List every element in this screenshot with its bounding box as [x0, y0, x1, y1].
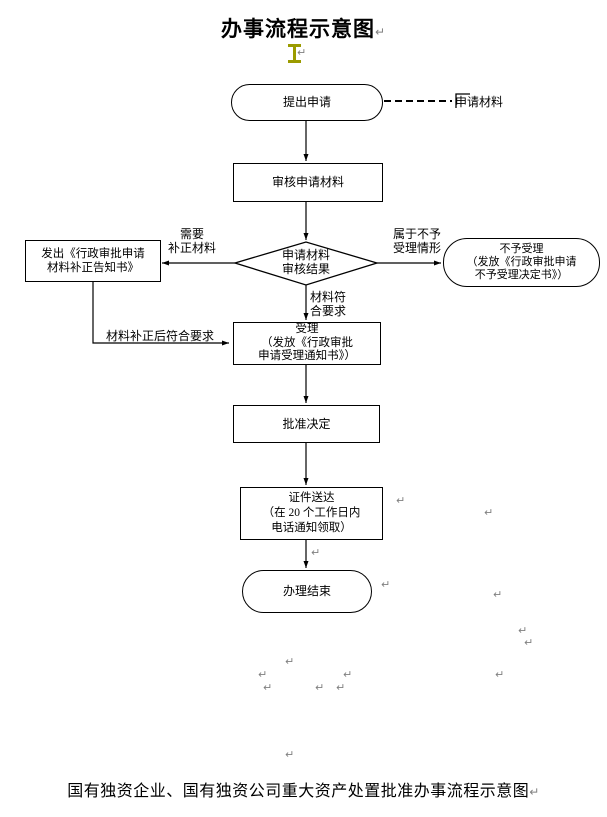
node-accept[interactable]: 受理 （发放《行政审批 申请受理通知书》）: [233, 322, 381, 365]
label-corrected-meets-requirements: 材料补正后符合要求: [105, 329, 214, 343]
text-cursor-ibeam-icon: [288, 44, 301, 63]
paragraph-mark-icon: ↵: [336, 681, 346, 694]
page-caption: 国有独资企业、国有独资公司重大资产处置批准办事流程示意图↵: [0, 777, 607, 801]
paragraph-mark-icon: ↵: [524, 636, 534, 649]
paragraph-mark-icon: ↵: [493, 588, 503, 601]
label-application-materials: 申请材料: [455, 95, 504, 109]
page-title-text: 办事流程示意图: [220, 17, 375, 41]
node-end-label: 办理结束: [282, 584, 331, 598]
paragraph-mark-icon: ↵: [484, 506, 494, 519]
paragraph-mark-icon: ↵: [311, 546, 321, 559]
node-deliver-certificate[interactable]: 证件送达 （在 20 个工作日内 电话通知领取）: [240, 487, 383, 540]
paragraph-mark-icon: ↵: [315, 681, 325, 694]
node-approve-label: 批准决定: [282, 416, 331, 431]
paragraph-mark-icon: ↵: [381, 578, 391, 591]
node-end[interactable]: 办理结束: [242, 570, 372, 613]
paragraph-mark-icon: ↵: [396, 494, 406, 507]
node-approve-decision[interactable]: 批准决定: [233, 405, 380, 443]
node-start-label: 提出申请: [282, 95, 331, 109]
label-not-acceptable-case: 属于不予 受理情形: [392, 227, 441, 255]
node-start[interactable]: 提出申请: [231, 84, 383, 121]
paragraph-mark-icon: ↵: [297, 46, 307, 59]
paragraph-mark-icon: ↵: [258, 668, 268, 681]
paragraph-mark-icon: ↵: [529, 785, 540, 799]
paragraph-mark-icon: ↵: [374, 25, 387, 39]
paragraph-mark-icon: ↵: [495, 668, 505, 681]
node-review[interactable]: 审核申请材料: [233, 163, 383, 202]
paragraph-mark-icon: ↵: [263, 681, 273, 694]
node-review-label: 审核申请材料: [271, 175, 344, 189]
label-materials-meet-requirements: 材料符 合要求: [310, 290, 347, 318]
label-need-correction: 需要 补正材料: [167, 227, 216, 255]
node-reject[interactable]: 不予受理 （发放《行政审批申请 不予受理决定书》）: [443, 238, 600, 287]
node-correction-notice[interactable]: 发出《行政审批申请 材料补正告知书》: [25, 240, 161, 282]
paragraph-mark-icon: ↵: [518, 624, 528, 637]
paragraph-mark-icon: ↵: [285, 748, 295, 761]
node-decision-label: 申请材料 审核结果: [281, 248, 330, 276]
page-caption-text: 国有独资企业、国有独资公司重大资产处置批准办事流程示意图: [67, 783, 530, 800]
page-title: 办事流程示意图↵: [0, 13, 607, 43]
paragraph-mark-icon: ↵: [343, 668, 353, 681]
paragraph-mark-icon: ↵: [285, 655, 295, 668]
